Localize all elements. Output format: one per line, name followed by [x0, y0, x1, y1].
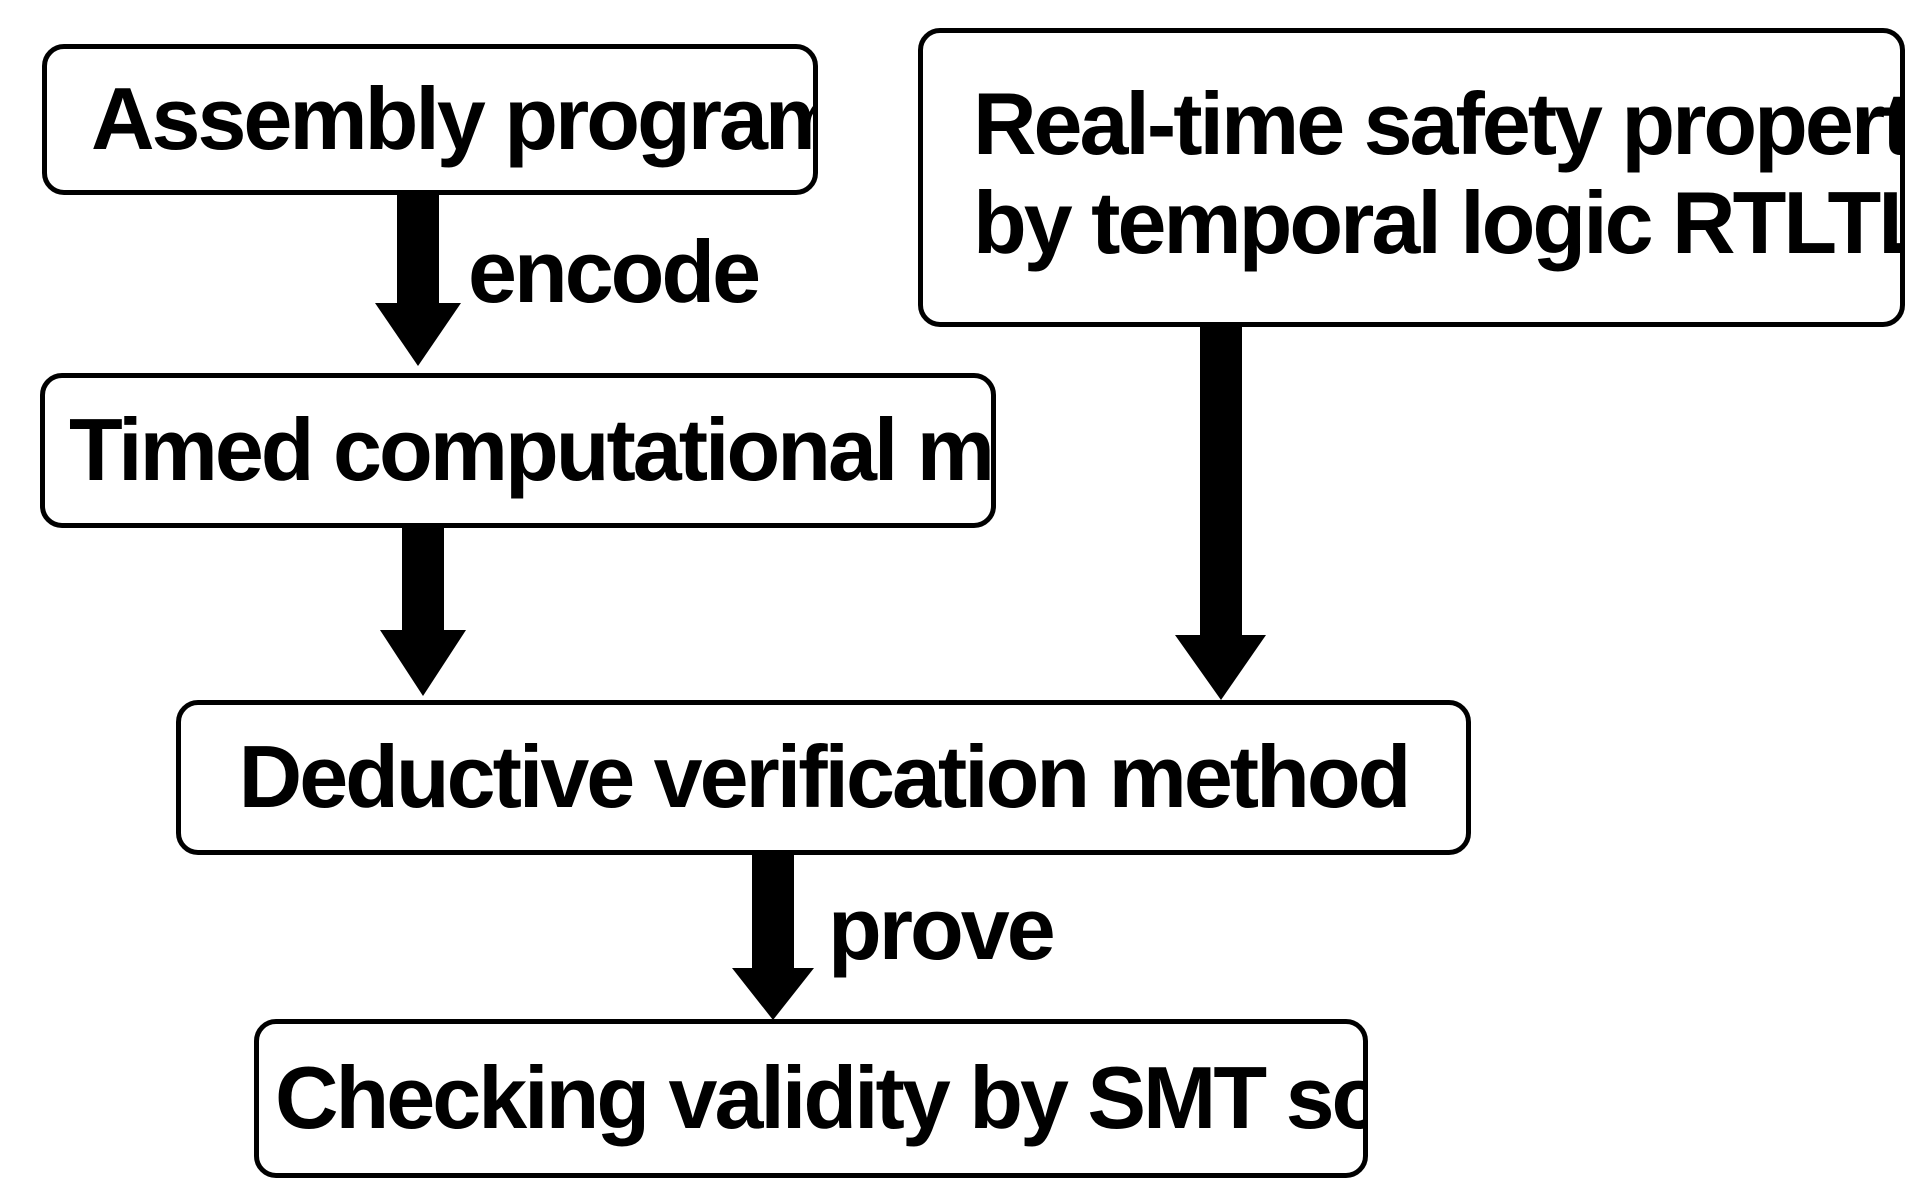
node-smt-checking-label: Checking validity by SMT solver	[275, 1048, 1363, 1148]
node-assembly-program: Assembly program	[42, 44, 818, 195]
node-smt-checking: Checking validity by SMT solver	[254, 1019, 1368, 1178]
node-timed-computational-model: Timed computational model	[40, 373, 996, 528]
arrow-timed-to-deductive	[380, 526, 466, 696]
node-assembly-program-label: Assembly program	[91, 69, 818, 169]
node-realtime-safety-properties: Real-time safety properties by temporal …	[918, 28, 1905, 327]
arrow-prove	[732, 853, 814, 1020]
arrow-encode	[375, 193, 461, 366]
node-realtime-label-line1: Real-time safety properties	[973, 73, 1905, 173]
node-realtime-label-line2: by temporal logic RTLTL	[973, 172, 1905, 272]
arrow-realtime-to-deductive	[1175, 325, 1266, 700]
node-realtime-label: Real-time safety properties by temporal …	[973, 73, 1905, 272]
node-timed-model-label: Timed computational model	[69, 400, 993, 500]
node-deductive-method-label: Deductive verification method	[238, 727, 1412, 827]
edge-label-prove: prove	[828, 879, 1056, 978]
node-deductive-verification-method: Deductive verification method	[176, 700, 1471, 855]
edge-label-encode: encode	[468, 222, 761, 321]
